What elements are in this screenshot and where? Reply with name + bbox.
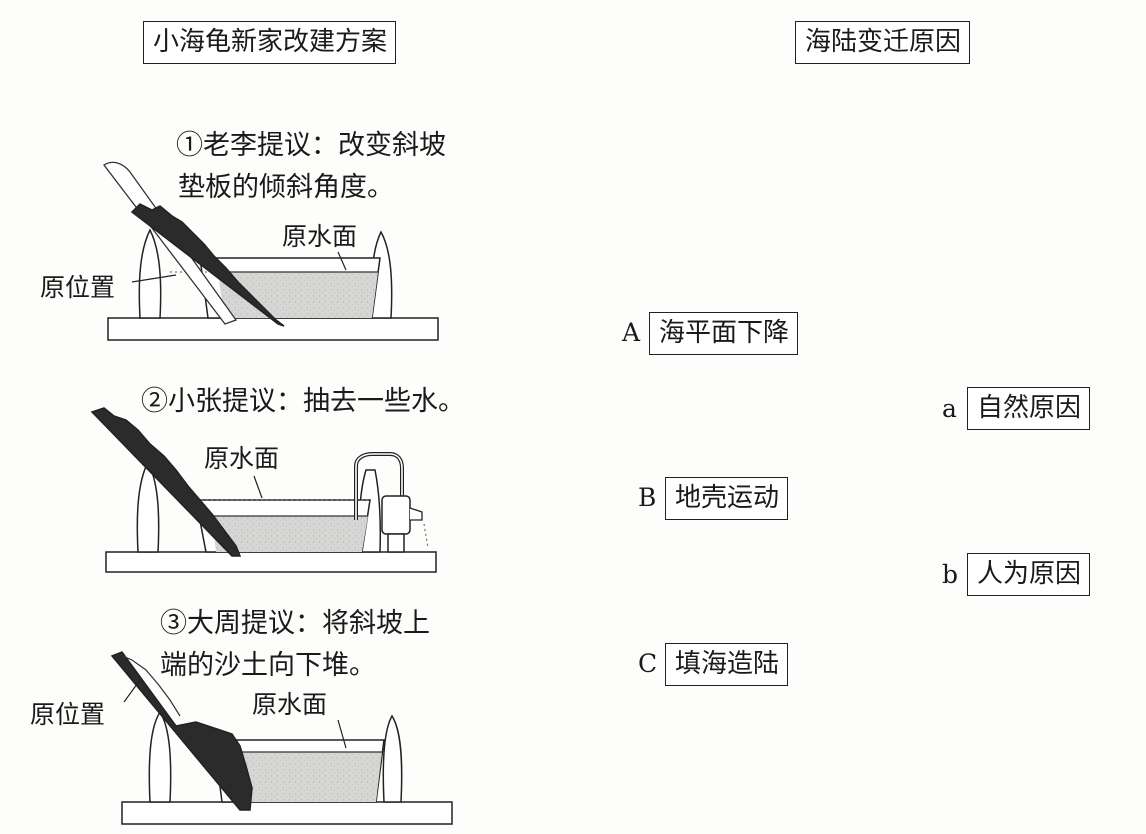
left-title: 小海龟新家改建方案 [143,21,397,64]
figure-1-tank [103,161,439,341]
cause-b-letter: b [942,560,959,589]
proposal-1-line2: 垫板的倾斜角度。 [178,172,394,203]
change-a-letter: A [622,318,641,347]
figure-1-water-label: 原水面 [282,222,358,251]
change-c-letter: C [638,649,658,678]
change-a-box: 海平面下降 [649,312,799,355]
change-b-box: 地壳运动 [665,477,789,520]
cause-b-box: 人为原因 [967,553,1091,596]
figure-3-position-label: 原位置 [30,700,106,729]
proposal-3-line2: 端的沙土向下堆。 [160,650,376,681]
change-b-letter: B [638,483,657,512]
proposal-3-line1: ③大周提议：将斜坡上 [160,608,430,639]
figure-2-water-label: 原水面 [204,444,280,473]
cause-a-letter: a [942,394,957,423]
figure-2-tank [90,407,437,573]
figure-3-tank [110,651,453,825]
cause-a-box: 自然原因 [967,387,1091,430]
proposal-1-line1: ①老李提议：改变斜坡 [176,130,446,161]
proposal-2-line1: ②小张提议：抽去一些水。 [141,386,465,417]
right-title: 海陆变迁原因 [795,21,971,64]
figure-3-water-label: 原水面 [252,690,328,719]
change-c-box: 填海造陆 [665,643,789,686]
figure-1-position-label: 原位置 [40,273,116,302]
